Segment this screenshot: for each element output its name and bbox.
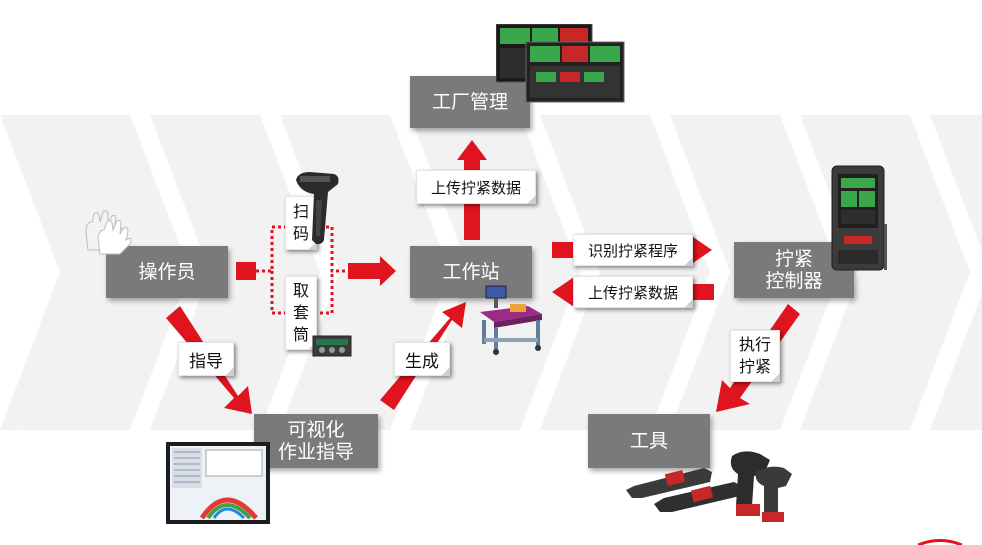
node-factory-management: 工厂管理 <box>410 76 530 128</box>
logo-arc <box>917 539 963 545</box>
node-workstation-label: 工作站 <box>442 261 500 283</box>
node-visual-guidance: 可视化 作业指导 <box>254 414 378 468</box>
barcode-scanner-icon <box>296 172 339 245</box>
node-controller-label-1: 拧紧 <box>774 248 813 270</box>
tag-upload-up: 上传拧紧数据 <box>416 170 536 204</box>
tag-scan: 扫 码 <box>285 196 317 250</box>
node-workstation: 工作站 <box>410 246 532 298</box>
arrow-to-workstation <box>348 256 396 286</box>
tag-upload-left: 上传拧紧数据 <box>573 276 693 308</box>
tag-guide-text: 指导 <box>189 351 223 372</box>
tag-identify-text: 识别拧紧程序 <box>587 241 678 260</box>
controller-device-icon <box>831 165 887 271</box>
tag-socket-2: 套 <box>292 303 309 322</box>
instruction-screen-icon <box>166 442 270 524</box>
tag-generate: 生成 <box>394 342 450 376</box>
gloves-icon <box>85 210 132 255</box>
node-tool: 工具 <box>588 414 710 468</box>
dashboard-screens-icon <box>496 24 625 103</box>
tag-guide: 指导 <box>178 342 234 376</box>
node-tool-label: 工具 <box>629 430 668 452</box>
tag-upload-up-text: 上传拧紧数据 <box>430 178 521 197</box>
tag-scan-2: 码 <box>292 224 309 243</box>
workbench-icon <box>480 285 542 355</box>
node-factory-label: 工厂管理 <box>431 91 508 113</box>
tag-socket-1: 取 <box>292 281 309 300</box>
node-visual-label-1: 可视化 <box>287 419 345 441</box>
tag-execute-2: 拧紧 <box>738 357 771 376</box>
tag-socket-3: 筒 <box>292 325 309 344</box>
node-controller-label-2: 控制器 <box>765 270 823 292</box>
tag-generate-text: 生成 <box>405 351 439 372</box>
node-visual-label-2: 作业指导 <box>277 441 354 463</box>
power-tools-icon <box>626 451 792 522</box>
tag-identify-program: 识别拧紧程序 <box>573 234 693 266</box>
operator-connector <box>236 262 256 280</box>
tag-execute-1: 执行 <box>738 335 771 354</box>
socket-tray-icon <box>312 335 352 357</box>
tag-scan-1: 扫 <box>292 202 309 221</box>
node-operator: 操作员 <box>106 246 228 298</box>
node-operator-label: 操作员 <box>138 261 196 283</box>
tag-upload-left-text: 上传拧紧数据 <box>587 283 678 302</box>
tag-execute-tighten: 执行 拧紧 <box>730 330 780 382</box>
